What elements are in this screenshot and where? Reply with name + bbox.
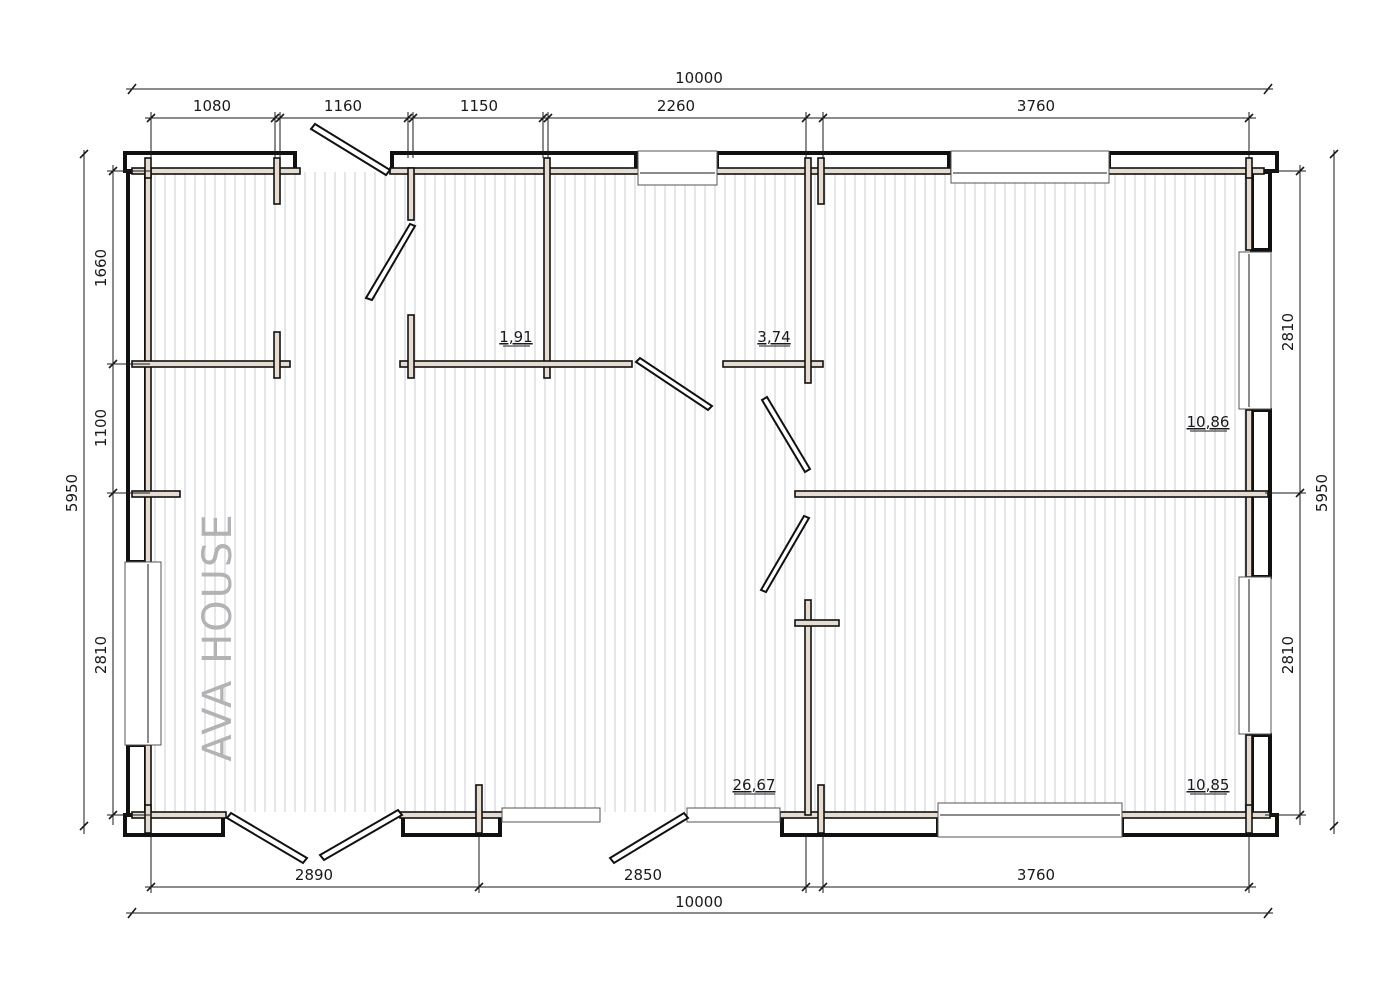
dim-top-segment-4: 2260 [657,97,695,115]
windows [124,150,1272,838]
window-left [124,561,162,746]
dim-top-segment-5: 3760 [1017,97,1055,115]
entry-door-top [309,122,392,177]
dim-right-segment-2: 2810 [1279,636,1297,674]
dim-top-segment-3: 1150 [460,97,498,115]
dim-right-total: 5950 [1313,474,1331,512]
terrace-door-left-a [225,811,309,865]
dim-left-segment-1: 1660 [92,249,110,287]
dim-left-total: 5950 [63,474,81,512]
dim-bottom-segment-3: 3760 [1017,866,1055,884]
window-bottom-3 [937,802,1123,838]
dim-top-segment-2: 1160 [324,97,362,115]
room-area-living: 26,67 [733,776,776,794]
dim-bottom-total: 10000 [675,893,723,911]
room-area-bedroom-lower: 10,85 [1187,776,1230,794]
room-area-bathroom: 3,74 [757,328,790,346]
room-area-hall: 1,91 [499,328,532,346]
terrace-door-middle [608,811,690,865]
dim-left-segment-2: 1100 [92,409,110,447]
window-top-2 [950,150,1110,184]
door-hall-left [364,222,417,302]
dim-bottom-segment-1: 2890 [295,866,333,884]
dim-bottom-segment-2: 2850 [624,866,662,884]
window-top-1 [637,150,718,186]
watermark-ava-house: AVA HOUSE [195,512,241,761]
dim-left-segment-3: 2810 [92,636,110,674]
room-area-bedroom-upper: 10,86 [1187,413,1230,431]
dim-right-segment-1: 2810 [1279,313,1297,351]
door-bedroom-lower [759,514,811,594]
door-bedroom-upper [760,395,812,474]
doors [225,122,812,865]
dimension-lines [79,83,1339,919]
terrace-door-left-b [318,808,404,862]
door-hall-middle [634,356,714,412]
timber-frame [131,157,1271,834]
window-bottom-1 [501,807,601,823]
window-bottom-2 [686,807,781,823]
window-right-2 [1238,576,1272,735]
dim-top-segment-1: 1080 [193,97,231,115]
dim-top-total: 10000 [675,69,723,87]
window-right-1 [1238,251,1272,410]
